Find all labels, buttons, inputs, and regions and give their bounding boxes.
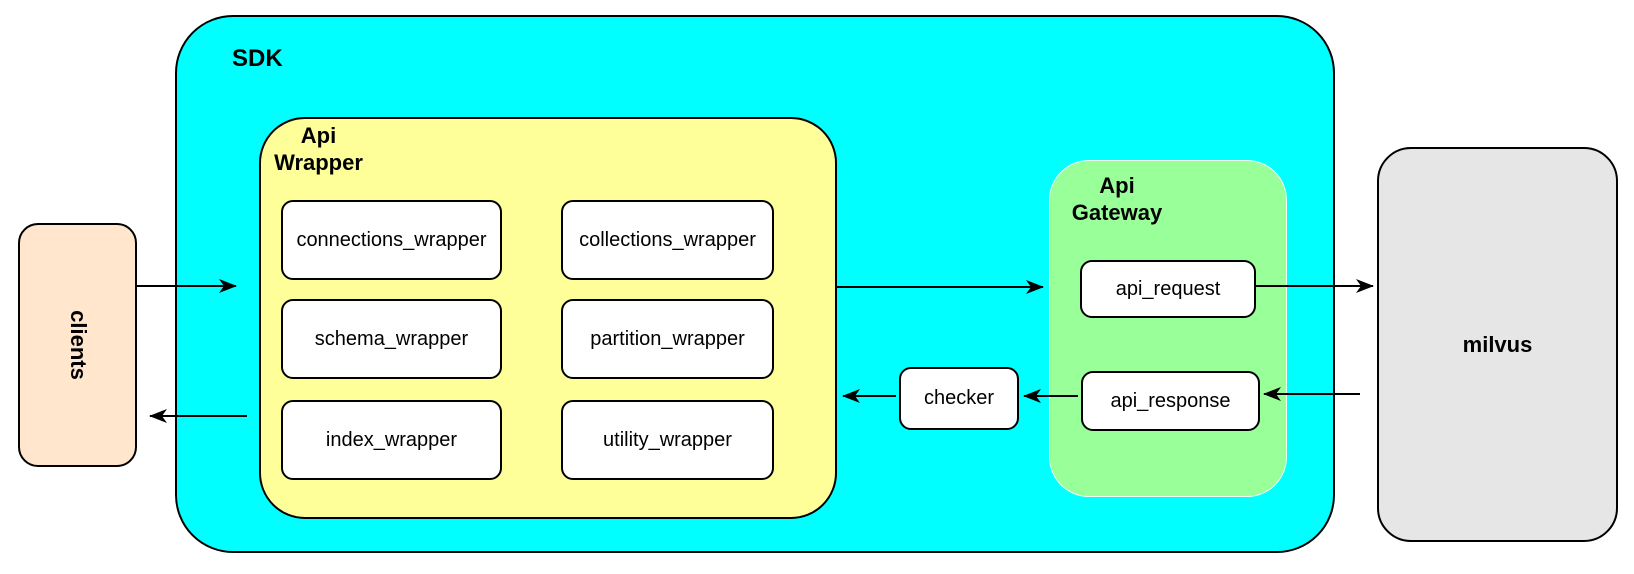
node-sdk: SDK Api Wrapper connections_wrapper coll… [175,15,1335,553]
clients-label: clients [65,310,91,380]
node-api-response: api_response [1081,371,1260,431]
api-wrapper-label: Api Wrapper [274,123,363,175]
sdk-label: SDK [232,45,283,72]
node-schema-wrapper: schema_wrapper [281,299,502,379]
milvus-label: milvus [1462,331,1533,357]
node-api-request: api_request [1080,260,1256,318]
api-gateway-label: Api Gateway [1071,173,1163,225]
node-utility-wrapper: utility_wrapper [561,400,774,480]
node-partition-wrapper: partition_wrapper [561,299,774,379]
node-api-gateway: Api Gateway api_request api_response [1049,160,1287,497]
node-checker: checker [899,367,1019,430]
node-api-wrapper: Api Wrapper connections_wrapper collecti… [259,117,837,519]
node-index-wrapper: index_wrapper [281,400,502,480]
node-milvus: milvus [1377,147,1618,542]
node-connections-wrapper: connections_wrapper [281,200,502,280]
node-clients: clients [18,223,137,467]
node-collections-wrapper: collections_wrapper [561,200,774,280]
